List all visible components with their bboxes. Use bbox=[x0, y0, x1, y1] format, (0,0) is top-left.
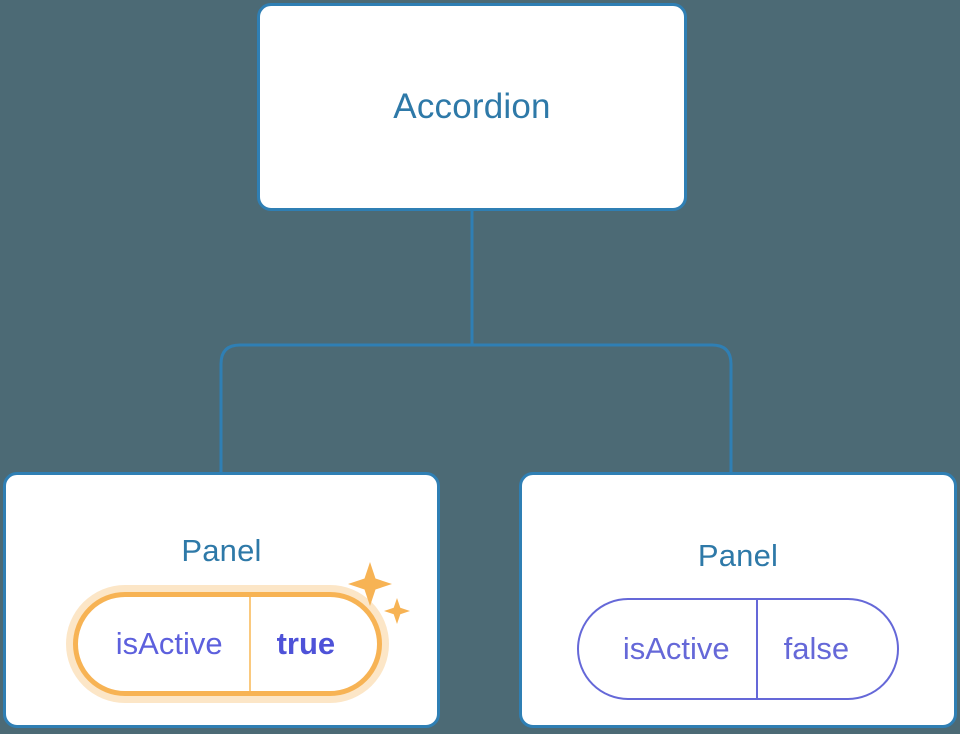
node-panel-inactive[interactable]: Panel isActive false bbox=[519, 472, 957, 728]
node-accordion[interactable]: Accordion bbox=[257, 3, 687, 211]
node-panel-active-title: Panel bbox=[181, 533, 262, 568]
prop-pill-inactive[interactable]: isActive false bbox=[576, 598, 900, 700]
prop-key-isactive-false: isActive bbox=[579, 600, 758, 698]
node-accordion-title: Accordion bbox=[393, 87, 551, 126]
prop-pill-inactive-wrap: isActive false bbox=[576, 598, 900, 700]
prop-value-false: false bbox=[783, 631, 850, 666]
connector-split-bar bbox=[219, 343, 733, 472]
node-panel-inactive-title: Panel bbox=[697, 538, 779, 573]
prop-value-true: true bbox=[276, 626, 336, 661]
prop-pill-active-wrap: isActive true bbox=[72, 562, 411, 696]
node-panel-active[interactable]: Panel isActive true bbox=[3, 472, 440, 728]
prop-key-isactive-true: isActive bbox=[78, 597, 251, 691]
prop-pill-active[interactable]: isActive true bbox=[72, 592, 383, 696]
